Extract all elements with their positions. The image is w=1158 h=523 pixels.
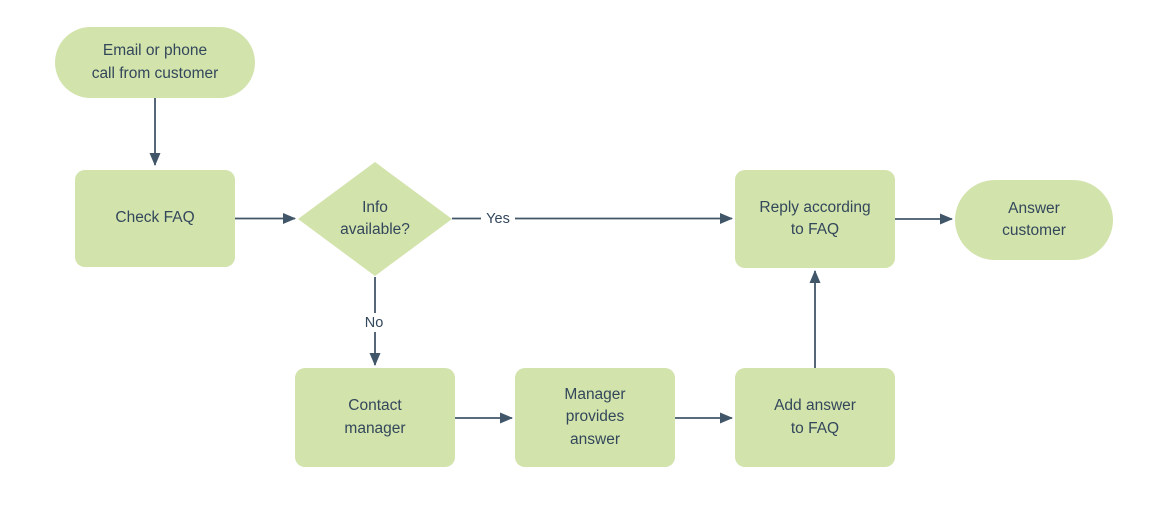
node-add-faq-label: Add answer to FAQ (774, 397, 856, 437)
node-start-email-or-phone: Email or phone call from customer (55, 27, 255, 98)
node-reply-according-to-faq: Reply according to FAQ (735, 170, 895, 268)
node-provides-label: Manager provides answer (564, 385, 626, 448)
edge-label-yes: Yes (486, 211, 510, 227)
node-manager-provides-answer: Manager provides answer (515, 368, 675, 467)
node-contact-manager: Contact manager (295, 368, 455, 467)
edge-label-yes-halo (481, 209, 515, 228)
node-check-faq: Check FAQ (75, 170, 235, 267)
node-answer-label: Answer customer (1002, 199, 1066, 239)
node-reply-label: Reply according to FAQ (759, 198, 871, 238)
node-start-label: Email or phone call from customer (91, 42, 219, 82)
node-add-answer-to-faq: Add answer to FAQ (735, 368, 895, 467)
edge-label-no: No (365, 315, 384, 331)
node-answer-customer: Answer customer (955, 180, 1113, 260)
node-check-faq-label: Check FAQ (115, 209, 195, 227)
node-decision-label: Info available? (340, 198, 410, 238)
edge-label-no-halo (360, 313, 388, 332)
node-contact-label: Contact manager (344, 397, 406, 437)
